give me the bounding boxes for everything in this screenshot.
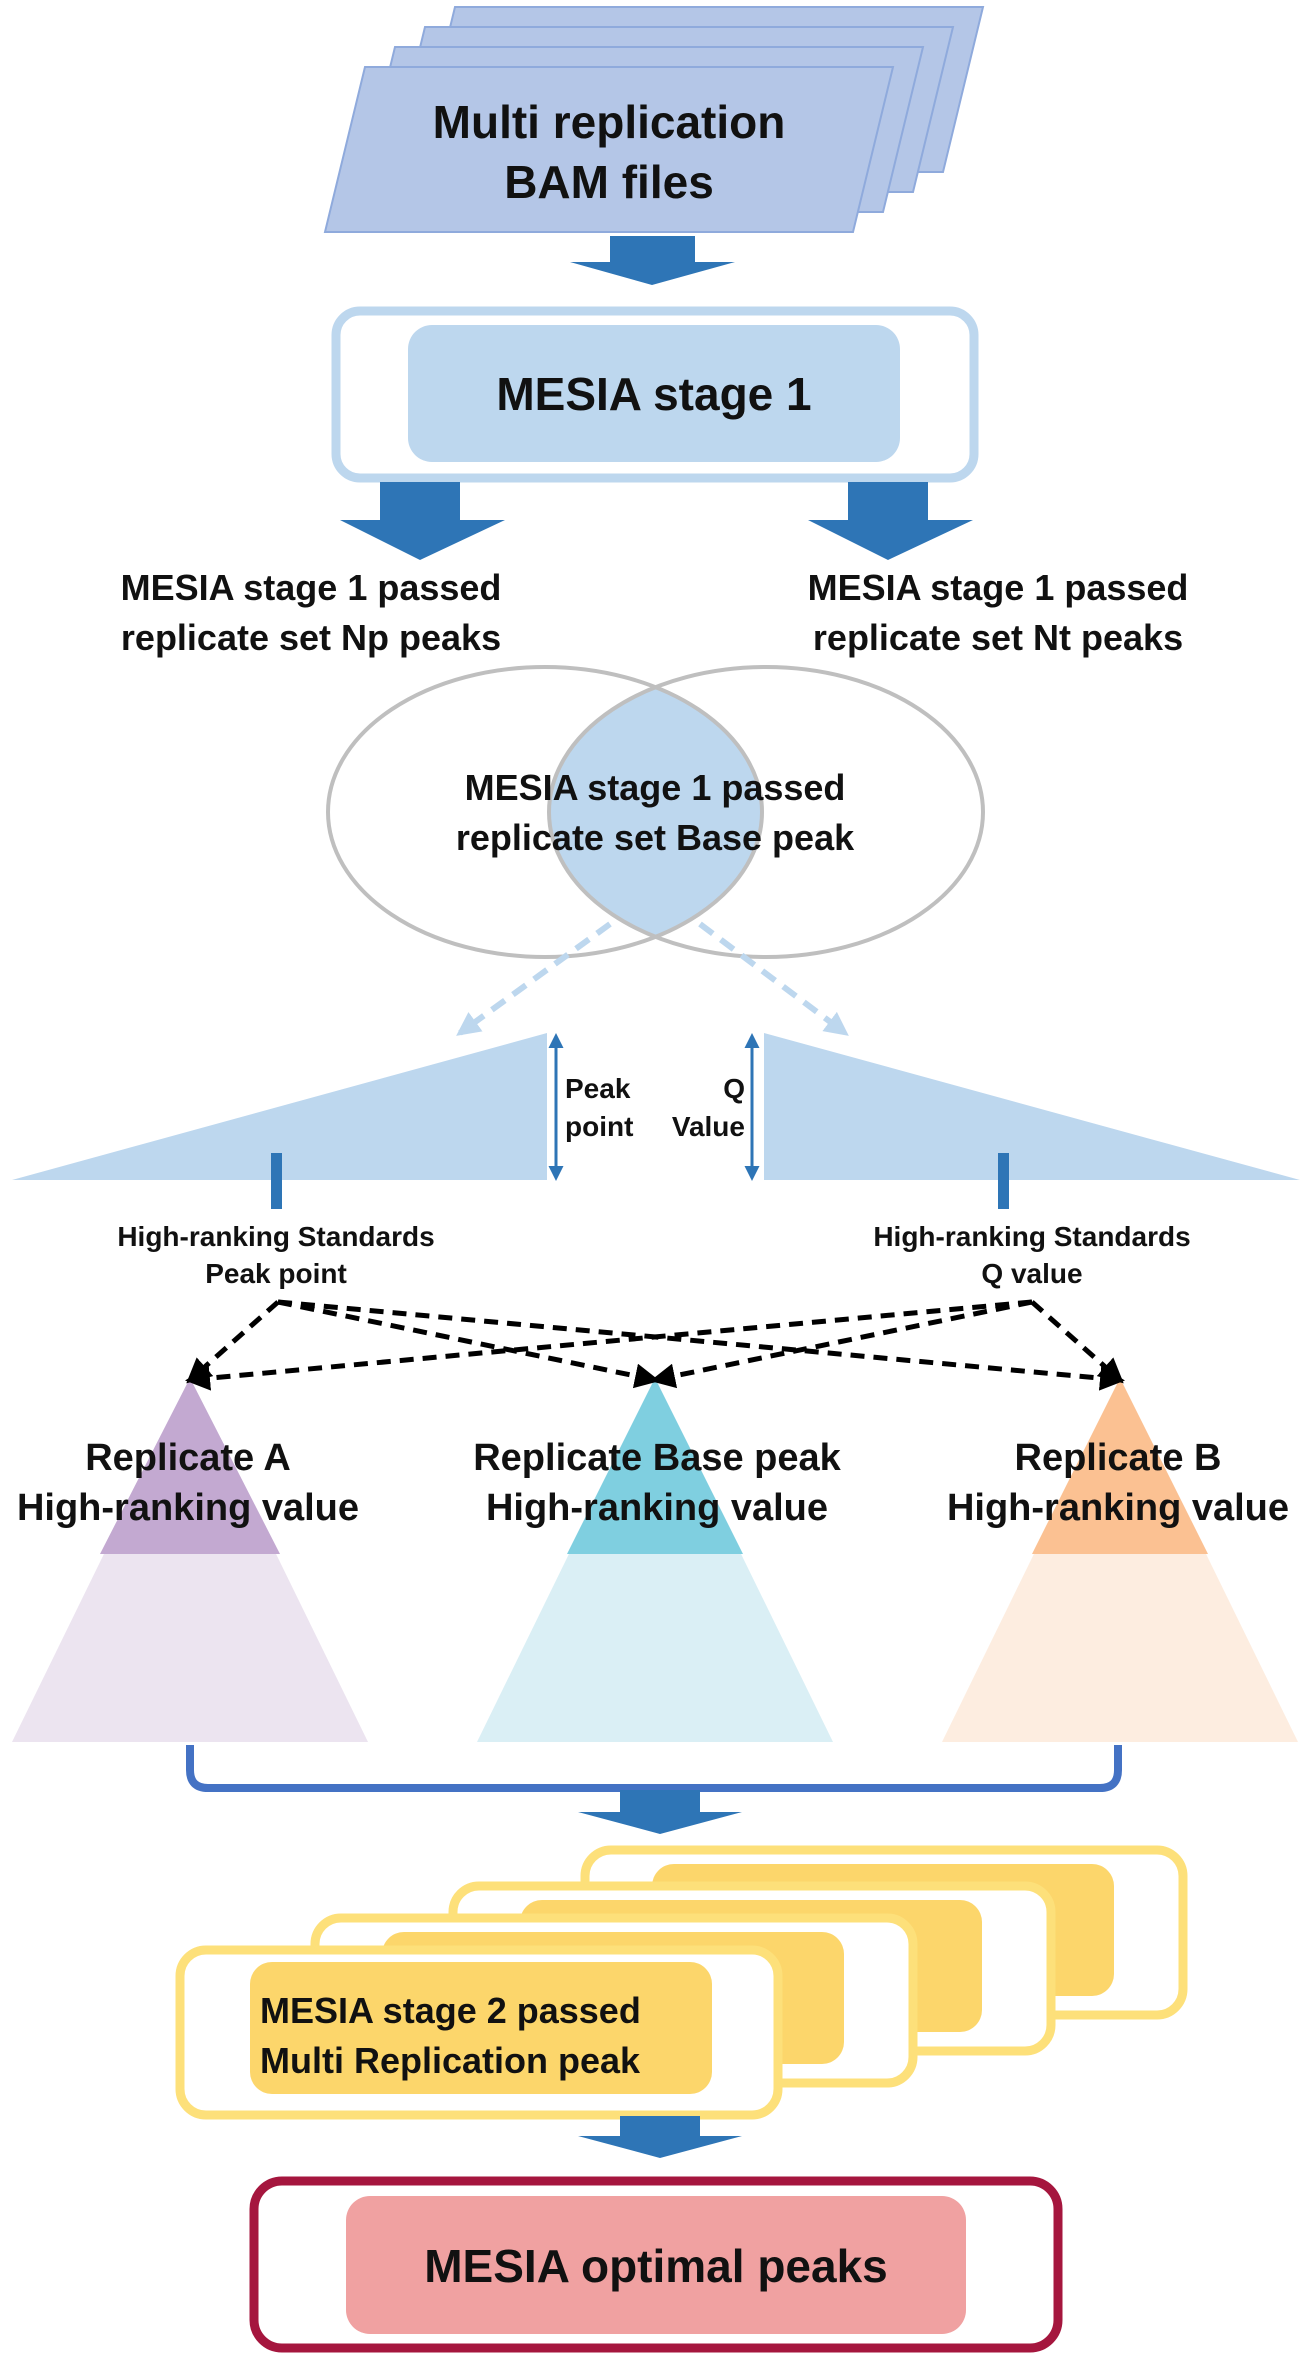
std-peak-line1: High-ranking Standards — [117, 1221, 434, 1252]
np-peaks-line2: replicate set Np peaks — [121, 617, 501, 658]
stage2-line2: Multi Replication peak — [260, 2040, 641, 2081]
arrow-down-2 — [578, 1790, 742, 1834]
q-value-line1: Q — [723, 1073, 745, 1104]
bam-files-stack — [323, 6, 985, 233]
arrow-down-3 — [578, 2116, 742, 2158]
dashed-arrow-right — [698, 921, 849, 1036]
rep-base-line2: High-ranking value — [486, 1487, 828, 1529]
replicate-b-triangle — [942, 1378, 1298, 1742]
arrow-down-1 — [570, 236, 735, 285]
q-value-marker — [998, 1153, 1009, 1209]
base-peak-line2: replicate set Base peak — [456, 817, 855, 858]
arrow-down-left — [340, 482, 505, 560]
nt-peaks-line1: MESIA stage 1 passed — [808, 567, 1189, 608]
merge-bracket — [186, 1745, 1122, 1792]
np-peaks-line1: MESIA stage 1 passed — [121, 567, 502, 608]
venn-nt-ellipse — [547, 665, 985, 959]
stage2-line1: MESIA stage 2 passed — [260, 1990, 641, 2031]
rep-b-line1: Replicate B — [1015, 1437, 1222, 1479]
rep-a-line2: High-ranking value — [17, 1487, 359, 1529]
input-label-line2: BAM files — [504, 156, 714, 208]
rep-base-line1: Replicate Base peak — [473, 1437, 841, 1479]
replicate-a-triangle — [12, 1378, 368, 1742]
stage1-label: MESIA stage 1 — [496, 368, 811, 420]
std-peak-line2: Peak point — [205, 1258, 347, 1289]
optimal-label: MESIA optimal peaks — [424, 2240, 888, 2292]
standards-to-replicates-arrows — [185, 1299, 1125, 1391]
input-label-line1: Multi replication — [433, 96, 786, 148]
replicate-base-triangle — [477, 1378, 833, 1742]
nt-peaks-line2: replicate set Nt peaks — [813, 617, 1183, 658]
q-value-line2: Value — [672, 1111, 745, 1142]
rep-b-line2: High-ranking value — [947, 1487, 1289, 1529]
base-peak-line1: MESIA stage 1 passed — [465, 767, 846, 808]
arrow-down-right — [808, 482, 973, 560]
optimal-box — [346, 2196, 966, 2334]
q-value-wedge — [764, 1033, 1300, 1180]
rep-a-line1: Replicate A — [85, 1437, 291, 1479]
dashed-arrow-left — [456, 921, 612, 1036]
stage2-stack — [175, 1845, 1188, 2120]
peak-point-marker — [271, 1153, 282, 1209]
peak-point-line2: point — [565, 1111, 633, 1142]
venn-overlap — [549, 667, 762, 957]
venn-np-ellipse — [326, 665, 764, 959]
peak-point-line1: Peak — [565, 1073, 631, 1104]
std-q-line1: High-ranking Standards — [873, 1221, 1190, 1252]
peak-point-wedge — [12, 1033, 547, 1180]
std-q-line2: Q value — [981, 1258, 1082, 1289]
stage1-box — [408, 325, 900, 462]
